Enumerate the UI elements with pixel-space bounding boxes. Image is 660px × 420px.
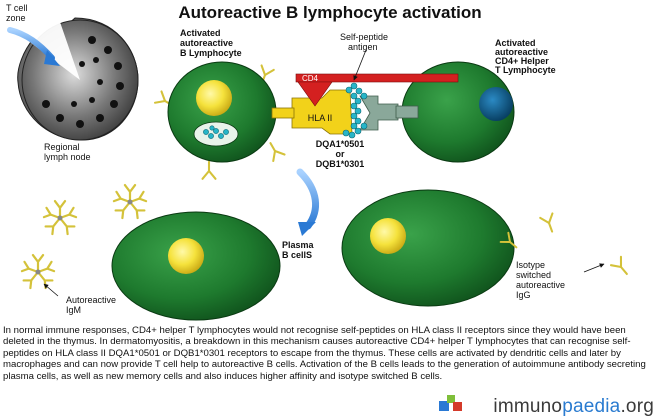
cd4-label: CD4 <box>302 74 319 83</box>
lymph-node-illustration <box>17 17 139 141</box>
igg-antibody-3 <box>609 255 633 280</box>
igm-pentamer-2 <box>42 199 78 236</box>
igm-pentamer-1 <box>112 183 148 220</box>
b-cell-nucleus <box>196 80 232 116</box>
isotype-label-4: IgG <box>516 290 531 300</box>
brand-suffix: .org <box>620 396 654 417</box>
isotype-label-2: switched <box>516 270 551 280</box>
plasma-cell-igm <box>111 211 281 321</box>
dqb-label: DQB1*0301 <box>316 159 365 169</box>
cd4-coreceptor <box>295 73 459 107</box>
brand-prefix: immuno <box>493 396 563 417</box>
or-label: or <box>336 149 345 159</box>
igm-pointer <box>43 283 59 297</box>
differentiation-arrow <box>296 168 320 230</box>
self-peptide-label-1: Self-peptide <box>340 32 388 42</box>
t-cell-zone-label-1: T cell <box>6 3 27 13</box>
plasma-label-2: B cellS <box>282 250 312 260</box>
self-peptide-beads <box>342 82 368 139</box>
isotype-label-3: autoreactive <box>516 280 565 290</box>
activated-b-label-3: B Lymphocyte <box>180 48 242 58</box>
activated-t-label-2: autoreactive <box>495 47 548 57</box>
dqa-label: DQA1*0501 <box>316 139 365 149</box>
immunopaedia-logo-icon <box>439 395 462 411</box>
activated-t-helper-cell <box>401 61 515 163</box>
self-peptide-label-2: antigen <box>348 42 378 52</box>
t-cell-zone-label-2: zone <box>6 13 26 23</box>
igg-antibody-1 <box>539 212 560 235</box>
plasma-label-1: Plasma <box>282 240 315 250</box>
activated-t-label-4: T Lymphocyte <box>495 65 556 75</box>
hla-ii-label: HLA II <box>308 113 333 123</box>
activated-b-label-2: autoreactive <box>180 38 233 48</box>
diagram-caption: In normal immune responses, CD4+ helper … <box>3 325 646 382</box>
regional-lymph-node-label-1: Regional <box>44 142 80 152</box>
igm-label-2: IgM <box>66 305 81 315</box>
internalized-antigen <box>193 121 239 147</box>
activated-t-label-3: CD4+ Helper <box>495 56 549 66</box>
activated-t-label-1: Activated <box>495 38 536 48</box>
igm-pentamer-3 <box>20 253 56 290</box>
t-cell-receptor <box>359 95 419 131</box>
isotype-label-1: Isotype <box>516 260 545 270</box>
brand-wordmark[interactable]: immunopaedia.org <box>493 396 654 418</box>
brand-accent: paedia <box>562 396 621 417</box>
activated-b-cell <box>153 61 286 180</box>
regional-lymph-node-label-2: lymph node <box>44 152 91 162</box>
igg-pointer <box>583 263 605 273</box>
self-peptide-pointer <box>353 49 367 81</box>
page-title: Autoreactive B lymphocyte activation <box>178 3 481 22</box>
activated-b-label-1: Activated <box>180 28 221 38</box>
t-cell-nucleus <box>479 87 513 121</box>
igm-label-1: Autoreactive <box>66 295 116 305</box>
plasma-cell-igg <box>341 189 515 307</box>
